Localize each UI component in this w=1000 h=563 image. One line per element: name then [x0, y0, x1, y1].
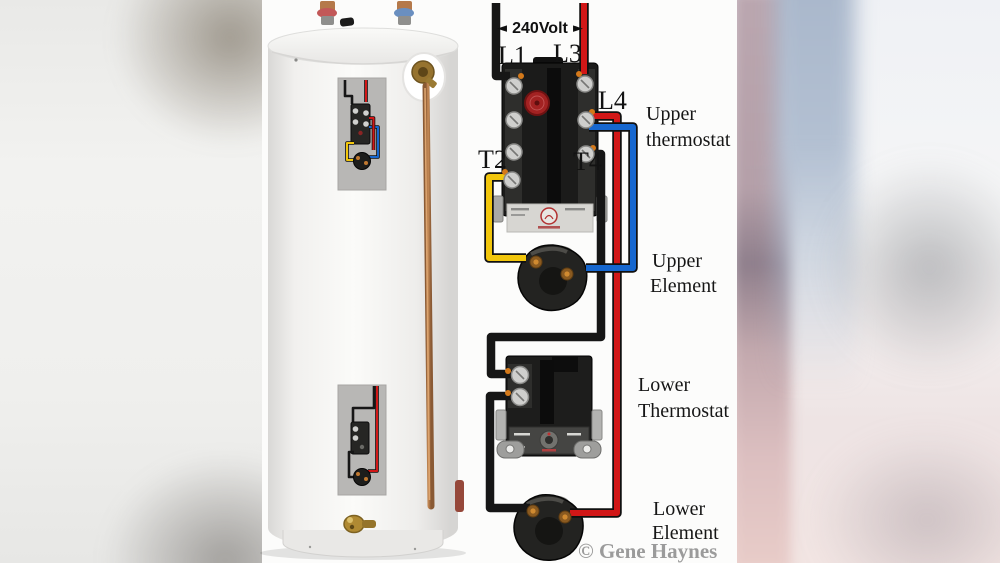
upper-access-panel-diagram — [337, 77, 387, 191]
wire-t2-yellow — [486, 174, 526, 261]
voltage-arrow-left: ◄ — [497, 21, 507, 36]
terminal-label-t4: T4 — [573, 147, 602, 176]
copyright-credit: © Gene Haynes — [578, 539, 717, 563]
upper-thermostat-label-line2: thermostat — [646, 129, 731, 151]
blur-blob — [115, 0, 263, 145]
mounting-ears — [496, 440, 602, 459]
terminal-label-t2: T2 — [478, 145, 507, 174]
upper-element-label-line1: Upper — [652, 250, 702, 272]
wires — [484, 3, 638, 518]
tp-valve — [402, 52, 446, 102]
lower-element — [509, 489, 588, 563]
water-heater-tank — [260, 1, 466, 560]
wiring-diagram: ◄ 240Volt ► L1 L3 L4 T2 T4 Upper thermos… — [478, 3, 731, 563]
rating-label — [506, 203, 594, 233]
blur-band — [775, 0, 855, 405]
wire-l4-blue — [586, 124, 636, 271]
tank-body — [268, 46, 458, 550]
voltage-label: 240Volt — [512, 20, 568, 37]
rear-pipe-stub — [455, 480, 464, 512]
element-terminals — [526, 255, 574, 524]
terminal-label-l3: L3 — [553, 39, 582, 68]
lower-access-panel-diagram — [337, 384, 387, 496]
terminal-label-l4: L4 — [598, 86, 627, 115]
vent-fitting — [339, 17, 355, 27]
blur-blob — [822, 160, 1000, 375]
blur-blob — [812, 430, 1000, 563]
wire-l4-red — [570, 113, 620, 516]
lower-thermostat-label-line1: Lower — [638, 374, 691, 396]
blurred-background-left — [0, 0, 263, 563]
drain-valve — [343, 514, 376, 534]
cold-water-pipe-fitting — [394, 1, 414, 25]
terminal-label-l1: L1 — [498, 41, 527, 70]
upper-thermostat-label-line1: Upper — [646, 103, 696, 125]
lower-thermostat — [495, 355, 603, 459]
terminal-screws — [502, 71, 596, 524]
voltage-arrow-right: ► — [573, 21, 583, 36]
upper-element-label-line2: Element — [650, 275, 717, 297]
lower-thermostat-label-line2: Thermostat — [638, 400, 730, 422]
diagram-labels: ◄ 240Volt ► L1 L3 L4 T2 T4 Upper thermos… — [478, 20, 731, 563]
tank-base-skirt — [282, 530, 444, 558]
upper-thermostat — [492, 57, 608, 233]
upper-element — [517, 244, 588, 312]
blur-blob — [105, 455, 263, 563]
wire-t4-black — [486, 149, 606, 379]
wire-l1-black — [491, 3, 510, 81]
pipe-highlight — [424, 87, 431, 501]
blurred-background-right — [737, 0, 1000, 563]
lower-element-label-line2: Element — [652, 522, 719, 544]
wire-lower-black — [485, 391, 530, 513]
lower-element-label-line1: Lower — [653, 498, 706, 520]
copper-discharge-pipe — [422, 82, 435, 510]
hot-water-pipe-fitting — [317, 1, 337, 25]
